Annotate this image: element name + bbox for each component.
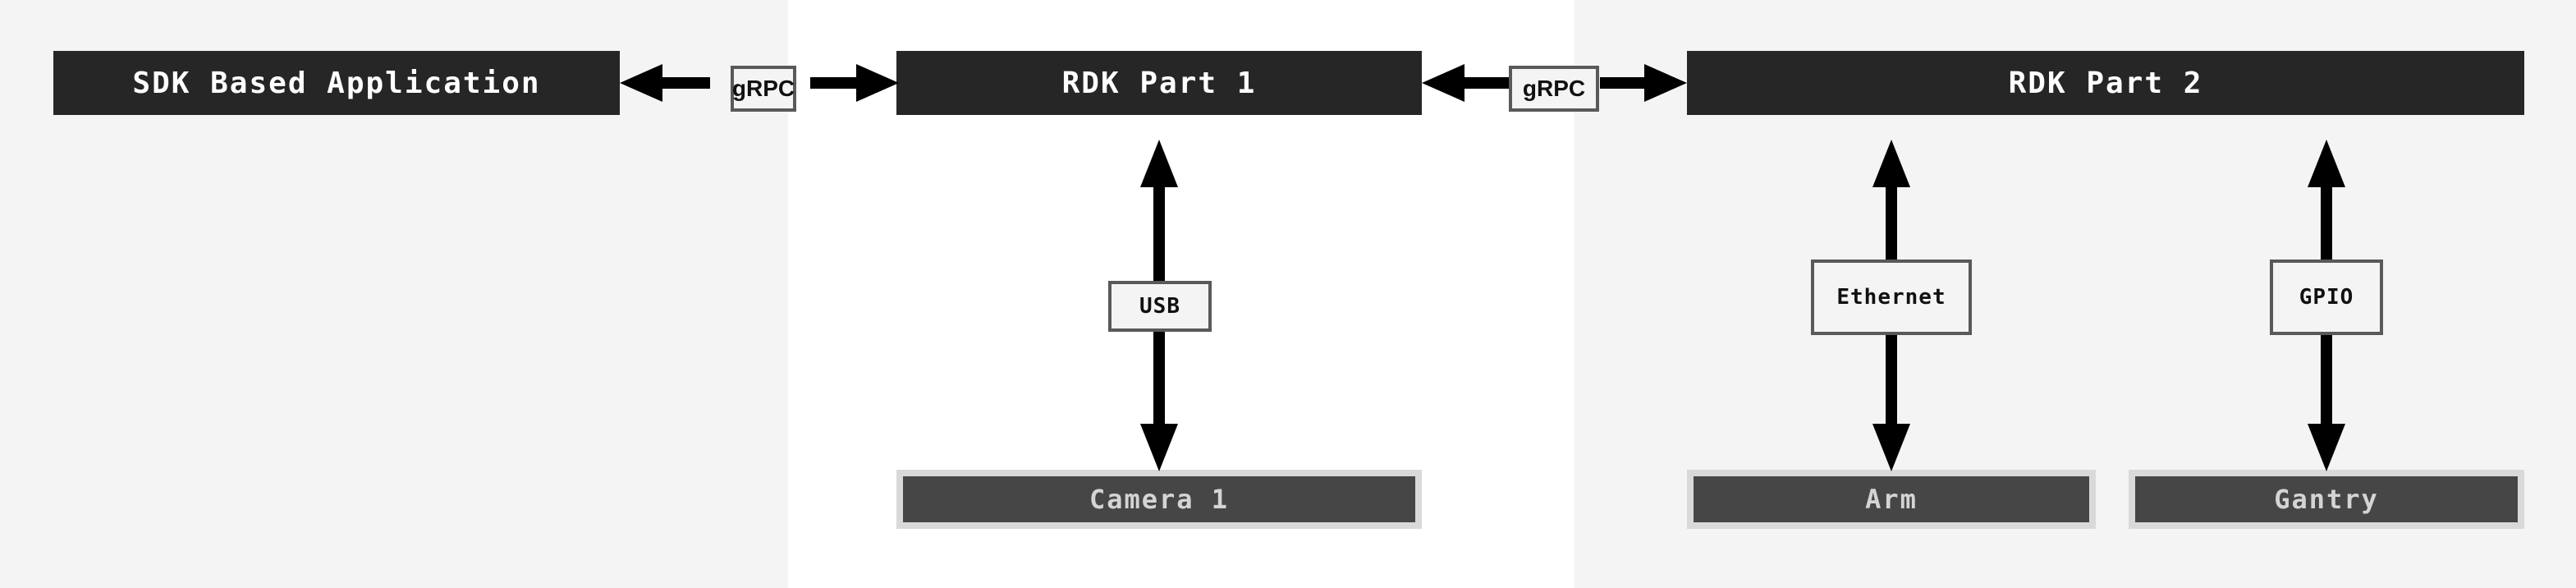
node-camera-1[interactable]: Camera 1 <box>896 470 1422 529</box>
arrow-bidirectional-horizontal-left <box>620 64 899 102</box>
edge-label-grpc-right-text: gRPC <box>1522 76 1586 101</box>
edge-label-usb[interactable]: USB <box>1108 281 1212 332</box>
edge-label-ethernet-text: Ethernet <box>1836 285 1946 310</box>
edge-label-gpio-text: GPIO <box>2299 285 2354 310</box>
node-rdk-part-2[interactable]: RDK Part 2 <box>1687 51 2524 115</box>
arrow-bidirectional-horizontal-right <box>1422 64 1687 102</box>
edge-label-gpio[interactable]: GPIO <box>2270 260 2383 335</box>
node-arm[interactable]: Arm <box>1687 470 2096 529</box>
edge-label-grpc-right[interactable]: gRPC <box>1509 66 1599 112</box>
edge-label-grpc-left-text: gRPC <box>731 76 795 101</box>
node-rdk-part-1[interactable]: RDK Part 1 <box>896 51 1422 115</box>
connector-rdk-part-1-to-rdk-part-2 <box>1422 64 1687 102</box>
edge-label-usb-text: USB <box>1139 294 1180 319</box>
node-gantry[interactable]: Gantry <box>2129 470 2524 529</box>
edge-label-ethernet[interactable]: Ethernet <box>1811 260 1972 335</box>
edge-label-grpc-left[interactable]: gRPC <box>731 66 796 112</box>
connector-sdk-to-rdk-part-1 <box>620 64 899 102</box>
node-sdk-based-application[interactable]: SDK Based Application <box>53 51 620 115</box>
